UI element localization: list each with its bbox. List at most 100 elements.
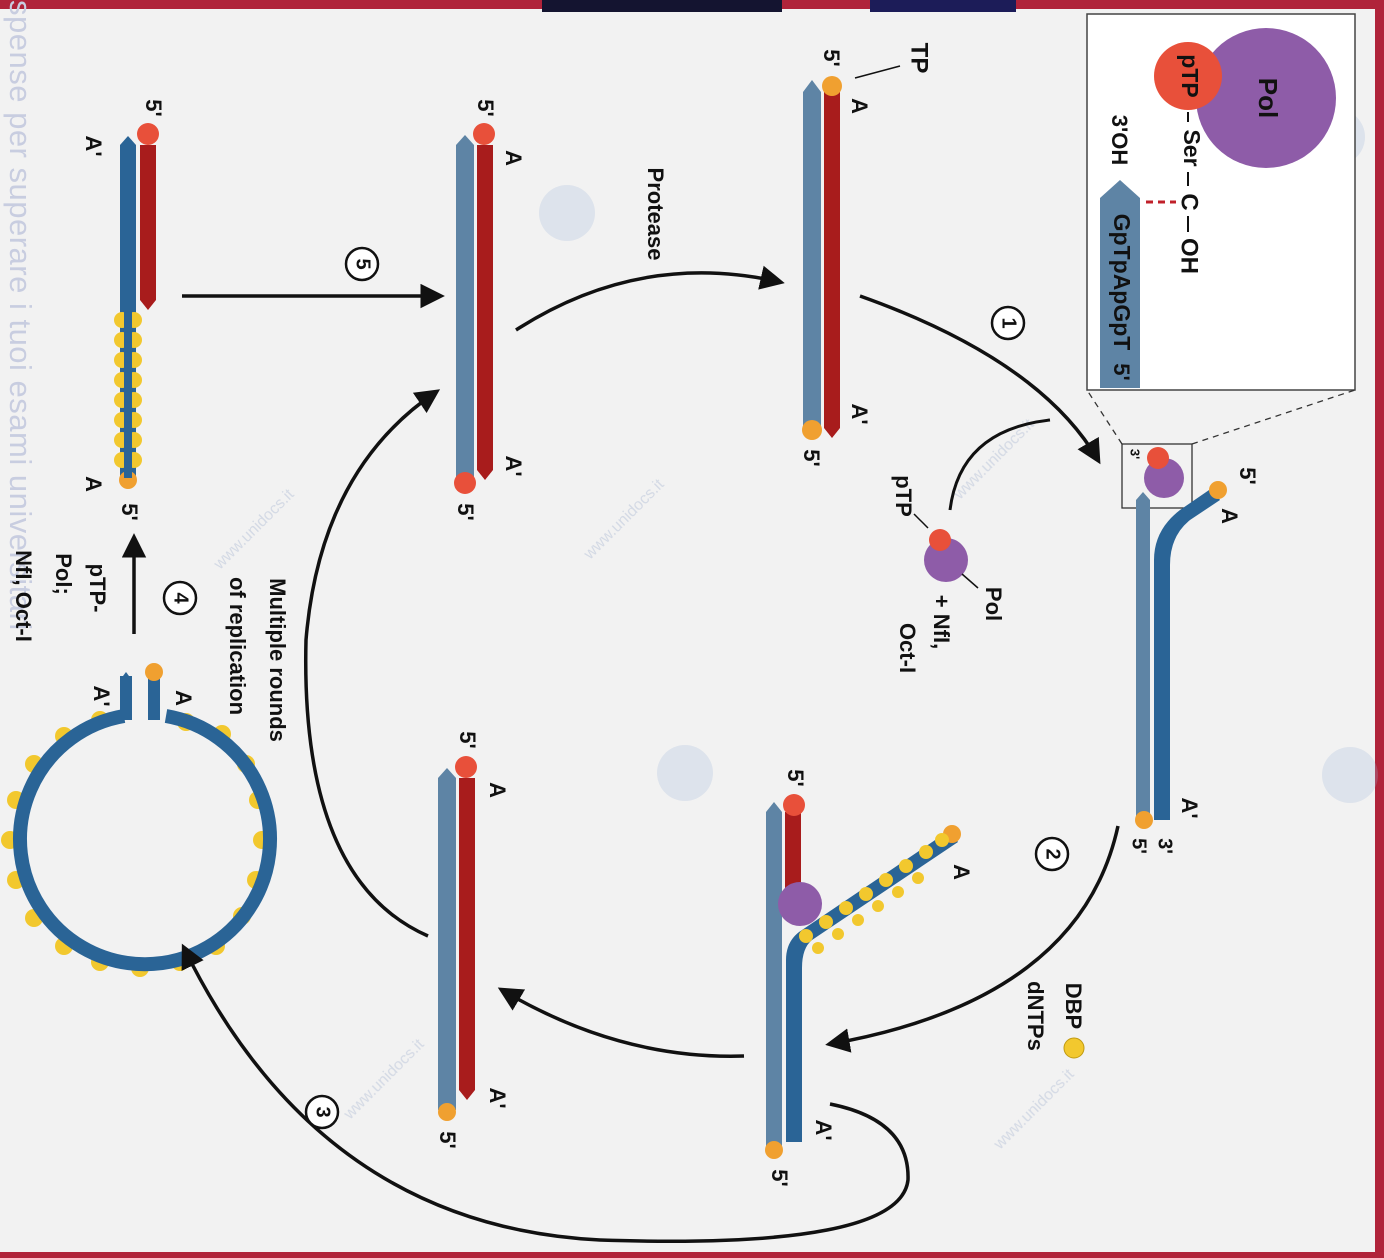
terminal-protein-icon bbox=[765, 1141, 783, 1159]
step4-nfi-label: NfI, Oct-I bbox=[11, 550, 36, 642]
five-prime-label: 5' bbox=[117, 503, 142, 520]
step-3-label: 3 bbox=[312, 1106, 334, 1117]
a-label: A bbox=[949, 864, 974, 880]
a-prime-label: A' bbox=[89, 685, 114, 706]
watermark-url: www.unidocs.it bbox=[210, 486, 298, 574]
five-prime-label: 5' bbox=[783, 769, 808, 786]
ptp-protein-icon bbox=[783, 794, 805, 816]
step-4-label: 4 bbox=[170, 592, 192, 604]
three-prime-label: 3' bbox=[1154, 838, 1176, 854]
terminal-protein-icon bbox=[438, 1103, 456, 1121]
protease-label: Protease bbox=[643, 168, 668, 261]
stage-elongation: 5' A A' 5' bbox=[765, 769, 974, 1187]
terminal-protein-icon bbox=[1209, 481, 1227, 499]
five-prime-label: 5' bbox=[473, 99, 498, 116]
stage-after-protease: 5' A A' 5' bbox=[453, 99, 526, 520]
arrow-protease bbox=[515, 265, 785, 332]
inset-dna-strand bbox=[1100, 180, 1140, 388]
stage-initiation: 3' 5' A A' 3' 5' bbox=[1128, 447, 1260, 854]
stage-ssdna-dbp: 5' A' A 5' bbox=[81, 99, 166, 520]
ptp-protein-icon bbox=[473, 123, 495, 145]
ptp-protein-icon bbox=[137, 123, 159, 145]
watermark-logo-icon bbox=[1322, 747, 1378, 803]
a-label: A bbox=[1217, 508, 1242, 524]
step4-ptp-label: pTP- bbox=[85, 564, 110, 613]
five-prime-label: 5' bbox=[453, 503, 478, 520]
a-prime-label: A' bbox=[501, 455, 526, 476]
of-replication-label: of replication bbox=[225, 577, 250, 715]
ptp-protein-icon bbox=[455, 756, 477, 778]
arrow-elongation-to-duplex bbox=[497, 987, 745, 1058]
oct-label: Oct-I bbox=[895, 623, 920, 673]
nfi-label: + NfI, bbox=[929, 595, 954, 649]
five-prime-label: 5' bbox=[819, 49, 844, 66]
a-label: A bbox=[501, 150, 526, 166]
terminal-protein-icon bbox=[1135, 811, 1153, 829]
a-label: A bbox=[171, 690, 196, 706]
a-label: A bbox=[81, 476, 106, 492]
inset-oh-label: OH bbox=[1176, 238, 1203, 274]
dbp-legend-icon bbox=[1063, 1037, 1085, 1059]
inset-c-label: C bbox=[1176, 193, 1203, 210]
inset-three-oh-label: 3'OH bbox=[1107, 115, 1132, 165]
pol-protein-icon bbox=[778, 882, 822, 926]
terminal-protein-icon bbox=[145, 663, 163, 681]
tp-label: TP bbox=[906, 43, 933, 74]
five-prime-label: 5' bbox=[141, 99, 166, 116]
five-prime-label: 5' bbox=[767, 1169, 792, 1186]
ptp-protein-icon bbox=[929, 529, 951, 551]
top-bar-dark bbox=[542, 0, 782, 12]
top-bar-navy bbox=[870, 0, 1016, 12]
watermark-logo-icon bbox=[657, 745, 713, 801]
five-prime-label: 5' bbox=[1128, 838, 1150, 854]
dntps-label: dNTPs bbox=[1023, 981, 1048, 1051]
inset-pol-label: Pol bbox=[1253, 78, 1283, 118]
a-prime-label: A' bbox=[81, 135, 106, 156]
ptp-label: pTP bbox=[891, 475, 916, 517]
a-prime-label: A' bbox=[811, 1119, 836, 1140]
ptp-protein-icon bbox=[454, 472, 476, 494]
ptp-protein-icon bbox=[1154, 42, 1222, 110]
arrow-step-1 bbox=[859, 294, 1101, 465]
inset-five-label: 5' bbox=[1109, 363, 1134, 380]
faint-watermarks: www.unidocs.it www.unidocs.it www.unidoc… bbox=[210, 416, 1078, 1154]
five-prime-label: 5' bbox=[455, 731, 480, 748]
step-5-label: 5 bbox=[352, 258, 374, 269]
terminal-protein-icon bbox=[119, 471, 137, 489]
terminal-protein-icon bbox=[822, 76, 842, 96]
watermark-logo-icon bbox=[539, 185, 595, 241]
watermark-url: www.unidocs.it bbox=[990, 1066, 1078, 1154]
step4-pol-label: Pol; bbox=[51, 553, 76, 595]
dbp-label: DBP bbox=[1061, 983, 1086, 1029]
pol-protein-icon bbox=[1196, 28, 1336, 168]
watermark-url: www.unidocs.it bbox=[580, 476, 668, 564]
watermark-url: www.unidocs.it bbox=[950, 416, 1038, 504]
inset-box: Pol pTP Ser C OH GpTpApGpT 3'OH 5' bbox=[1086, 13, 1356, 391]
five-prime-label: 5' bbox=[1235, 467, 1260, 484]
a-prime-label: A' bbox=[847, 403, 872, 424]
a-label: A bbox=[485, 782, 510, 798]
a-prime-label: A' bbox=[1177, 797, 1202, 818]
ptp-pol-complex: pTP Pol + NfI, Oct-I bbox=[891, 418, 1051, 673]
pol-label: Pol bbox=[981, 587, 1006, 621]
five-prime-label: 5' bbox=[435, 1131, 460, 1148]
stage-daughter-duplex: 5' A A' 5' bbox=[435, 731, 510, 1148]
step-1-label: 1 bbox=[998, 317, 1020, 328]
multiple-rounds-label: Multiple rounds bbox=[265, 578, 290, 742]
a-label: A bbox=[847, 98, 872, 114]
a-prime-label: A' bbox=[485, 1087, 510, 1108]
step-2-label: 2 bbox=[1042, 848, 1064, 859]
inset-ser-label: Ser bbox=[1179, 129, 1205, 166]
arrows bbox=[121, 265, 1120, 1243]
stage-tp-duplex: 5' A TP A' 5' bbox=[799, 43, 932, 467]
watermark-url: www.unidocs.it bbox=[340, 1036, 428, 1124]
inset-sequence-label: GpTpApGpT bbox=[1109, 214, 1135, 351]
stage-panhandle: A A' bbox=[1, 663, 277, 977]
dbp-coating bbox=[799, 833, 949, 954]
arrow-multiple-rounds bbox=[303, 389, 441, 938]
zoom-box bbox=[1121, 443, 1193, 509]
arrow-step-2 bbox=[825, 825, 1120, 1053]
inset-ptp-label: pTP bbox=[1177, 54, 1203, 97]
five-prime-label: 5' bbox=[799, 449, 824, 466]
